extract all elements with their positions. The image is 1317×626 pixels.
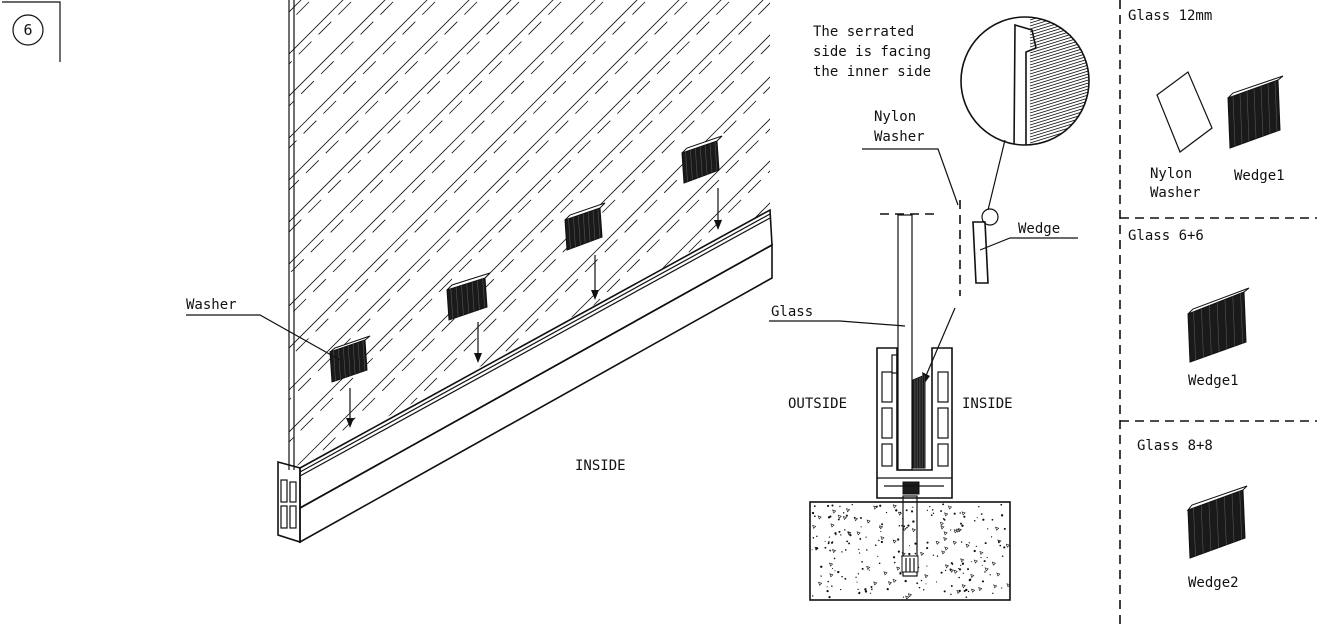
legend-section-glass-8-8: Glass 8+8 Wedge2 [1137,438,1248,591]
washer-3 [564,202,606,300]
legend-wedge1-label-b: Wedge1 [1188,373,1239,389]
serrated-note-line2: side is facing [813,44,931,60]
glass-label: Glass [771,304,813,320]
wedge-label: Wedge [1018,221,1060,237]
wedge-detail [972,221,989,284]
glass-leader [769,320,906,327]
outside-label: OUTSIDE [788,396,847,412]
wedge1-icon [1227,75,1284,149]
nylon-washer-label-line1: Nylon [874,109,916,125]
washer-inserted [891,354,898,374]
serrated-note-line3: the inner side [813,64,931,80]
legend-title-glass-8-8: Glass 8+8 [1137,438,1213,454]
washer-1 [329,335,371,428]
legend-wedge2-label: Wedge2 [1188,575,1239,591]
legend-nylon-washer-line2: Washer [1150,185,1201,201]
step-number-circle [12,14,44,46]
insertion-arrow [924,307,956,379]
anchor-bolt [901,481,920,577]
nylon-washer-leader [862,148,959,206]
cross-section-view: The serrated side is facing the inner si… [769,16,1090,601]
profile-section [876,347,953,499]
legend-section-glass-12mm: Glass 12mm Nylon Washer Wedge1 [1128,8,1285,201]
detail-marker-circle [981,208,999,226]
wedge-leader [979,237,1078,251]
legend-title-glass-6-6: Glass 6+6 [1128,228,1204,244]
serration-magnifier [960,16,1090,146]
nylon-washer-icon [1156,71,1213,153]
legend-wedge1-label-a: Wedge1 [1234,168,1285,184]
legend-panel: Glass 12mm Nylon Washer Wedge1 Glass 6+6… [1119,0,1317,626]
nylon-washer-label-line2: Washer [874,129,925,145]
legend-nylon-washer-line1: Nylon [1150,166,1192,182]
wedge2-icon [1186,485,1248,559]
concrete-floor [809,501,1011,601]
glass-panel [288,0,770,470]
washer-label: Washer [186,297,237,313]
legend-title-glass-12mm: Glass 12mm [1128,8,1212,24]
base-profile-rail [277,208,773,544]
washer-4 [681,135,723,230]
step-badge: 6 [2,1,61,62]
serrated-note-line1: The serrated [813,24,914,40]
magnifier-leader [987,139,1006,211]
wedge1-icon [1187,287,1250,363]
glass-section [880,213,935,471]
inside-label-main: INSIDE [575,458,626,474]
legend-section-glass-6-6: Glass 6+6 Wedge1 [1128,228,1250,389]
washer-leader-line [186,314,341,361]
washer-2 [446,272,491,363]
inside-label-section: INSIDE [962,396,1013,412]
step-number: 6 [23,21,32,39]
